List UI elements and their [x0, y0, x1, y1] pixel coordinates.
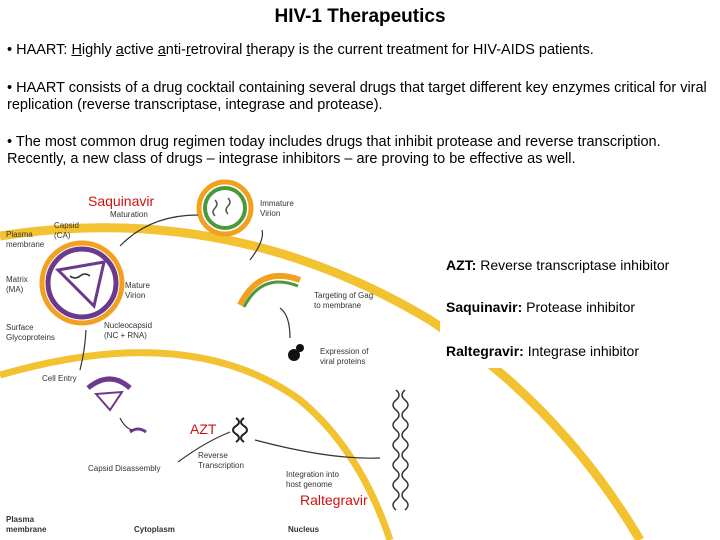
label-nucleocapsid: (NC + RNA) [104, 331, 147, 340]
label-plasma-membrane: Plasma [6, 230, 33, 239]
dna-icon [232, 417, 248, 443]
raltegravir-diagram-label: Raltegravir [300, 492, 368, 508]
label-mature-virion: Virion [125, 291, 145, 300]
legend-drug-name: AZT: [446, 257, 477, 273]
label-maturation: Maturation [110, 210, 148, 219]
legend-saquinavir: Saquinavir: Protease inhibitor [446, 299, 635, 315]
bullet-haart-definition: • HAART: Highly active anti-retroviral t… [7, 42, 715, 59]
cell-membrane-arc [0, 223, 644, 540]
label-immature-virion: Immature [260, 199, 294, 208]
label-expression: Expression of [320, 347, 369, 356]
label-integration: Integration into [286, 470, 339, 479]
label-cytoplasm: Cytoplasm [134, 525, 175, 534]
bullet-text: herapy is the current treatment for HIV-… [250, 42, 594, 58]
hiv-lifecycle-diagram: Saquinavir AZT Raltegravir Maturation Im… [0, 179, 644, 540]
acronym-letter: a [115, 42, 124, 58]
entering-virion [86, 376, 132, 412]
ribosome-icon [288, 349, 300, 361]
legend-drug-name: Raltegravir: [446, 343, 524, 359]
legend-drug-desc: Reverse transcriptase inhibitor [476, 257, 670, 273]
legend-azt: AZT: Reverse transcriptase inhibitor [446, 257, 669, 273]
label-matrix: (MA) [6, 285, 24, 294]
bullet-haart-cocktail: • HAART consists of a drug cocktail cont… [7, 80, 707, 113]
label-surface-glycoproteins: Glycoproteins [6, 333, 55, 342]
label-surface-glycoproteins: Surface [6, 323, 34, 332]
bullet-text: nti- [165, 42, 186, 58]
bullet-prefix: • HAART: [7, 42, 72, 58]
label-immature-virion: Virion [260, 209, 280, 218]
label-plasma-membrane-bottom: membrane [6, 525, 47, 534]
acronym-letter: r [185, 42, 191, 58]
bullet-text: etroviral [190, 42, 247, 58]
label-nucleocapsid: Nucleocapsid [104, 321, 152, 330]
label-capsid-disassembly: Capsid Disassembly [88, 464, 160, 473]
label-plasma-membrane: membrane [6, 240, 45, 249]
label-capsid: (CA) [54, 231, 71, 240]
label-plasma-membrane-bottom: Plasma [6, 515, 35, 524]
label-capsid: Capsid [54, 221, 79, 230]
label-matrix: Matrix [6, 275, 28, 284]
label-targeting-gag: Targeting of Gag [314, 291, 373, 300]
label-cell-entry: Cell Entry [42, 374, 77, 383]
mature-virion [39, 240, 125, 326]
saquinavir-diagram-label: Saquinavir [88, 193, 154, 209]
drug-legend: AZT: Reverse transcriptase inhibitor Saq… [440, 240, 716, 368]
azt-diagram-label: AZT [190, 421, 217, 437]
label-integration: host genome [286, 480, 333, 489]
lifecycle-arrows [79, 214, 381, 463]
label-reverse-transcription: Reverse [198, 451, 228, 460]
disassembled-capsid [129, 427, 147, 434]
acronym-letter: t [246, 42, 251, 58]
label-targeting-gag: to membrane [314, 301, 362, 310]
bullet-text: ighly [81, 42, 116, 58]
label-expression: viral proteins [320, 357, 365, 366]
bullet-text: ctive [123, 42, 158, 58]
legend-drug-desc: Integrase inhibitor [523, 343, 639, 359]
label-mature-virion: Mature [125, 281, 150, 290]
legend-drug-name: Saquinavir: [446, 299, 523, 315]
legend-drug-desc: Protease inhibitor [522, 299, 636, 315]
legend-raltegravir: Raltegravir: Integrase inhibitor [446, 343, 639, 359]
immature-virion [196, 179, 254, 237]
host-genome-icon [392, 389, 409, 511]
label-reverse-transcription: Transcription [198, 461, 244, 470]
acronym-letter: H [71, 42, 82, 58]
nucleus-membrane-arc [0, 349, 394, 540]
label-nucleus: Nucleus [288, 525, 320, 534]
slide-title: HIV-1 Therapeutics [274, 6, 446, 27]
bullet-drug-regimen: • The most common drug regimen today inc… [7, 134, 661, 167]
acronym-letter: a [157, 42, 166, 58]
budding-gag [237, 273, 302, 307]
